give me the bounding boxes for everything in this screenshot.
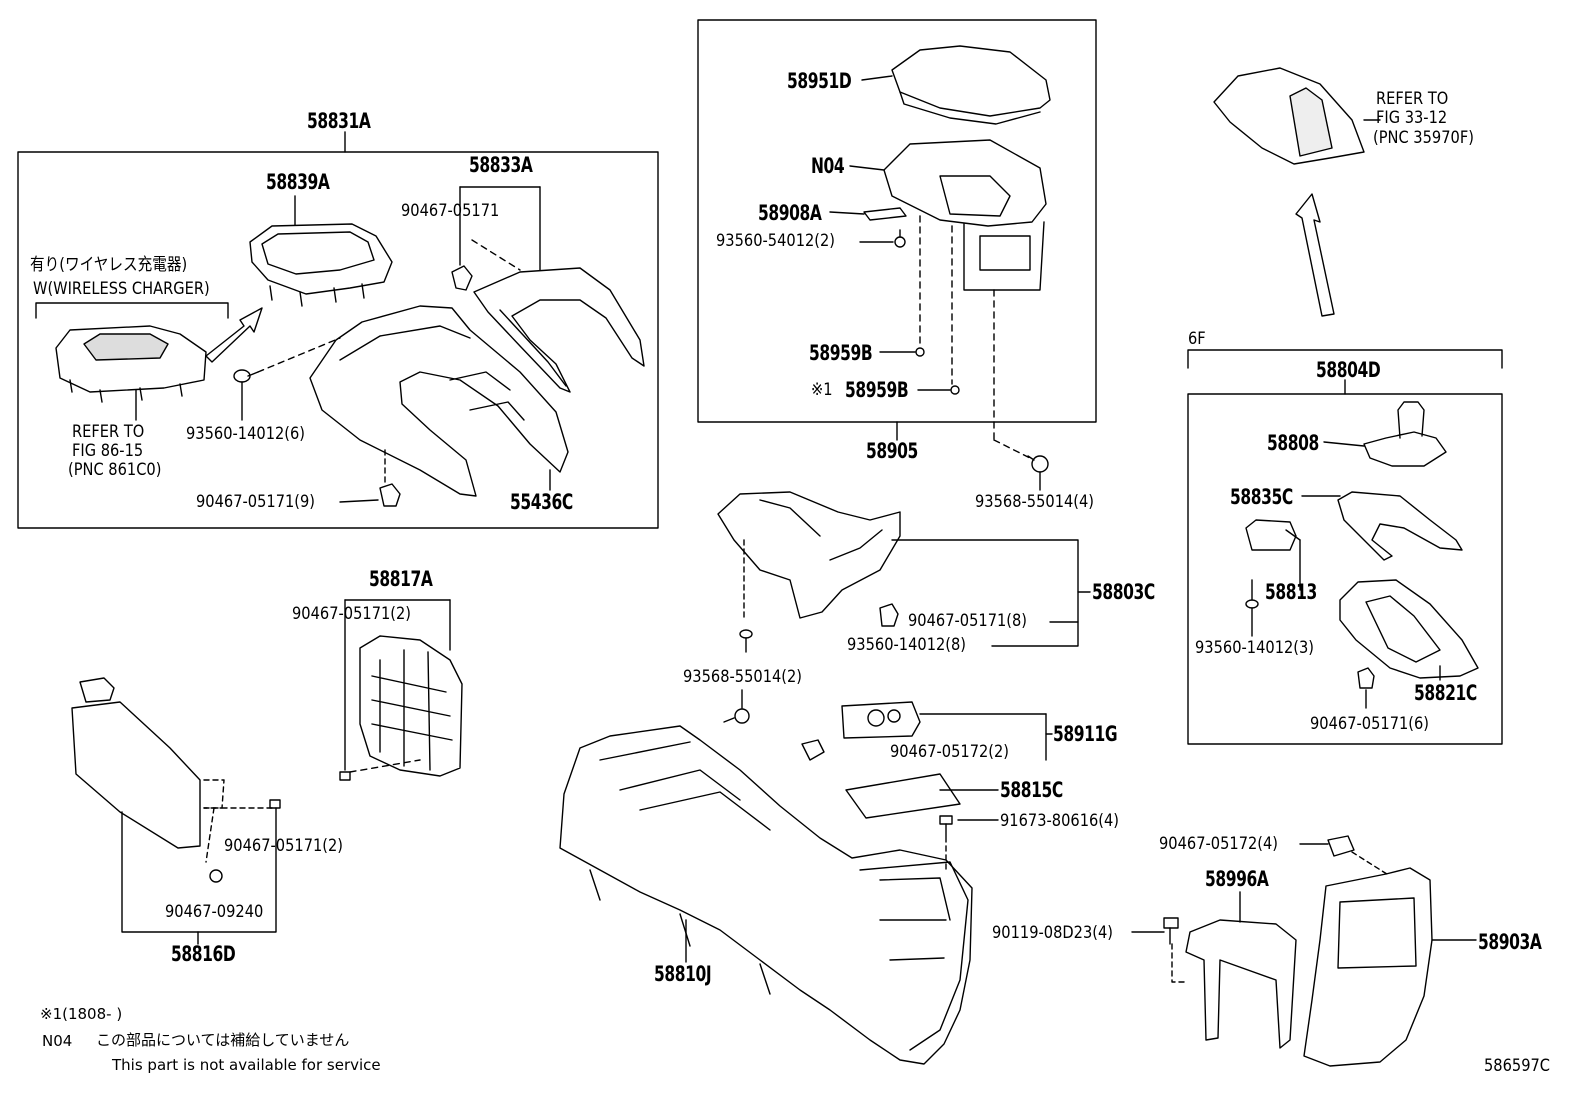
screw-icon: [739, 629, 753, 653]
label-90467-05171-2b: 90467-05171(2): [224, 836, 344, 856]
lid-58951D: [861, 45, 1051, 125]
arrow-icon: [205, 307, 263, 363]
label-93560-54012-2: 93560-54012(2): [716, 231, 836, 251]
label-58817A: 58817A: [369, 567, 433, 591]
label-58815C: 58815C: [1000, 778, 1063, 802]
label-58959B-b: 58959B: [845, 378, 909, 402]
label-90467-05172-4: 90467-05172(4): [1159, 834, 1279, 854]
label-58813: 58813: [1265, 580, 1317, 604]
label-58833A: 58833A: [469, 153, 533, 177]
label-58804D: 58804D: [1316, 358, 1381, 382]
shift-bezel-ref: [1213, 67, 1381, 165]
clip-icon: [339, 449, 401, 507]
label-wireless-jp: 有り(ワイヤレス充電器): [30, 255, 188, 275]
label-refer-86-line1: REFER TO: [72, 422, 145, 442]
bolt-icon: [939, 815, 999, 871]
mat-58815C: [845, 773, 961, 819]
label-6F: 6F: [1188, 329, 1206, 349]
label-91673-80616-4: 91673-80616(4): [1000, 811, 1120, 831]
bracket-6F: [1187, 349, 1503, 369]
label-58908A: 58908A: [758, 201, 822, 225]
label-wireless-en: W(WIRELESS CHARGER): [33, 279, 210, 299]
bezel-58821C: [1339, 579, 1479, 681]
switch-58911G: [841, 701, 1053, 761]
footnote-n04-code: N04: [42, 1032, 73, 1050]
wireless-charger: [55, 325, 207, 421]
trim-panel-58833A: [459, 186, 645, 393]
trim-58835C: [1301, 491, 1463, 561]
label-90467-05172-2: 90467-05172(2): [890, 742, 1010, 762]
label-58911G: 58911G: [1053, 722, 1118, 746]
label-58951D: 58951D: [787, 69, 852, 93]
label-93560-14012-3: 93560-14012(3): [1195, 638, 1315, 658]
label-58821C: 58821C: [1414, 681, 1477, 705]
bezel-58839A: [249, 195, 393, 307]
label-90467-05171-9: 90467-05171(9): [196, 492, 316, 512]
switch-58813: [1245, 519, 1301, 591]
label-58816D: 58816D: [171, 942, 236, 966]
label-58808: 58808: [1267, 431, 1319, 455]
bolt-icon: [723, 689, 750, 724]
label-refer-33-line3: (PNC 35970F): [1373, 128, 1474, 148]
label-90467-05171-8: 90467-05171(8): [908, 611, 1028, 631]
console-panel-55436C: [309, 305, 569, 497]
label-58810J: 58810J: [654, 962, 712, 986]
screw-icon: [859, 229, 906, 248]
clip-icon: [801, 739, 825, 761]
duct-58817A: [339, 599, 463, 781]
label-58835C: 58835C: [1230, 485, 1293, 509]
footnote-n04-jp: この部品については補給していません: [96, 1031, 350, 1049]
label-93560-14012-6: 93560-14012(6): [186, 424, 306, 444]
label-58996A: 58996A: [1205, 867, 1269, 891]
label-93568-55014-4: 93568-55014(4): [975, 492, 1095, 512]
label-55436C: 55436C: [510, 490, 573, 514]
label-note1-mark: ※1: [811, 380, 833, 400]
box-N04: [849, 139, 1047, 291]
screw-icon: [1245, 579, 1259, 637]
label-90467-05171: 90467-05171: [401, 201, 500, 221]
bracket-58908A: [829, 207, 907, 221]
label-refer-86-line3: (PNC 861C0): [68, 460, 162, 480]
label-refer-86-line2: FIG 86-15: [72, 441, 144, 461]
arrow-icon: [1295, 193, 1335, 317]
label-58905: 58905: [866, 439, 918, 463]
label-93560-14012-8: 93560-14012(8): [847, 635, 967, 655]
console-58810J: [559, 725, 973, 1065]
footnote-n04-en: This part is not available for service: [112, 1056, 381, 1074]
clip-icon: [1357, 667, 1375, 709]
bracket-58803C: [717, 491, 1091, 647]
label-58831A: 58831A: [307, 109, 371, 133]
label-58903A: 58903A: [1478, 930, 1542, 954]
label-58839A: 58839A: [266, 170, 330, 194]
bracket-58996A: [1131, 891, 1297, 1049]
label-refer-33-line2: FIG 33-12: [1376, 108, 1448, 128]
label-90467-05171-6: 90467-05171(6): [1310, 714, 1430, 734]
screw-icon: [233, 337, 341, 421]
label-58959B-a: 58959B: [809, 341, 873, 365]
clip-icon: [1299, 835, 1391, 877]
frame-58831A: [17, 151, 659, 529]
footnote-1: ※1(1808- ): [40, 1005, 123, 1023]
bolt-icon: [1027, 455, 1049, 491]
label-90467-09240: 90467-09240: [165, 902, 264, 922]
label-90467-05171-2a: 90467-05171(2): [292, 604, 412, 624]
label-N04: N04: [811, 154, 845, 178]
label-58803C: 58803C: [1092, 580, 1155, 604]
label-90119-08D23-4: 90119-08D23(4): [992, 923, 1113, 943]
clip-icon: [451, 265, 473, 291]
drawing-number: 586597C: [1484, 1056, 1551, 1076]
panel-58816D: [71, 677, 281, 945]
label-93568-55014-2: 93568-55014(2): [683, 667, 803, 687]
bracket-wireless: [35, 302, 229, 319]
label-refer-33-line1: REFER TO: [1376, 89, 1449, 109]
boot-58808: [1323, 401, 1447, 467]
cover-58903A: [1303, 867, 1477, 1067]
